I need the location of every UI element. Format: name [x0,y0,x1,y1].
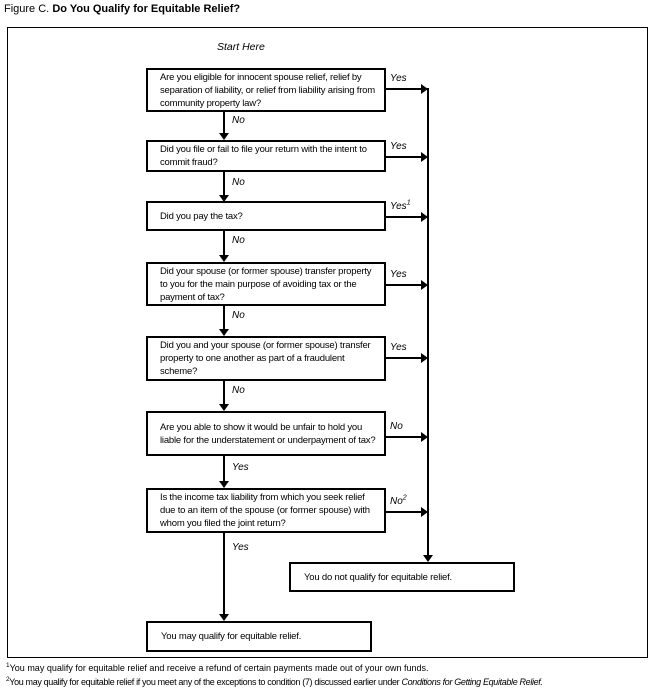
question-box-5: Did you and your spouse (or former spous… [146,336,386,381]
outcome-text: You may qualify for equitable relief. [161,631,302,642]
flow-line-right [386,216,422,218]
arrowhead-right [421,280,428,290]
right-label-7: No2 [390,495,407,508]
question-text: Did you file or fail to file your return… [160,144,367,168]
arrowhead-right [421,507,428,517]
figure-title: Figure C. Do You Qualify for Equitable R… [4,3,240,15]
flow-line-down [223,112,225,134]
outcome-box-not-qualify: You do not qualify for equitable relief. [289,562,515,592]
collector-line [427,88,429,555]
footnote-1: 1You may qualify for equitable relief an… [6,662,429,673]
question-text: Did you and your spouse (or former spous… [160,340,371,377]
arrowhead-down [219,614,229,621]
arrowhead-right [421,212,428,222]
question-text: Is the income tax liability from which y… [160,492,370,529]
question-box-1: Are you eligible for innocent spouse rel… [146,68,386,112]
flow-line-down [223,381,225,405]
flow-line-right [386,436,422,438]
down-label-6: Yes [232,462,249,473]
flow-line-right [386,284,422,286]
question-box-4: Did your spouse (or former spouse) trans… [146,262,386,306]
flow-line-down [223,231,225,256]
flow-line-right [386,156,422,158]
arrowhead-down [219,404,229,411]
flow-line-down [223,172,225,196]
right-label-2: Yes [390,141,407,153]
arrowhead-down [219,329,229,336]
arrowhead-down [423,555,433,562]
flow-line-down [223,306,225,330]
question-box-2: Did you file or fail to file your return… [146,140,386,172]
right-label-4: Yes [390,269,407,281]
right-label-3: Yes1 [390,200,411,213]
question-box-7: Is the income tax liability from which y… [146,488,386,533]
down-label-7: Yes [232,542,249,553]
flow-line-down [223,456,225,482]
down-label-5: No [232,385,245,396]
question-text: Are you able to show it would be unfair … [160,421,376,446]
flow-line-right [386,88,422,90]
start-here-label: Start Here [217,41,265,53]
outcome-box-may-qualify: You may qualify for equitable relief. [146,621,372,652]
down-label-1: No [232,115,245,126]
down-label-2: No [232,177,245,188]
footnote-2: 2You may qualify for equitable relief if… [6,676,543,687]
arrowhead-right [421,432,428,442]
arrowhead-down [219,255,229,262]
arrowhead-right [421,152,428,162]
question-text: Are you eligible for innocent spouse rel… [160,71,375,109]
flow-line-down [223,533,225,615]
question-box-3: Did you pay the tax? [146,201,386,231]
figure-title-text: Do You Qualify for Equitable Relief? [52,3,241,15]
flow-line-right [386,511,422,513]
figure-label: Figure C. [4,3,50,15]
question-text: Did you pay the tax? [160,210,243,222]
question-text: Did your spouse (or former spouse) trans… [160,265,372,303]
question-box-6: Are you able to show it would be unfair … [146,411,386,456]
outcome-text: You do not qualify for equitable relief. [304,571,452,583]
footnotes: 1You may qualify for equitable relief an… [6,660,652,688]
arrowhead-down [219,481,229,488]
arrowhead-down [219,133,229,140]
arrowhead-down [219,195,229,202]
right-label-5: Yes [390,342,407,354]
down-label-4: No [232,310,245,321]
right-label-1: Yes [390,73,407,85]
down-label-3: No [232,235,245,246]
arrowhead-right [421,353,428,363]
arrowhead-right [421,84,428,94]
right-label-6: No [390,421,403,433]
flow-line-right [386,357,422,359]
flowchart-frame [7,27,648,658]
